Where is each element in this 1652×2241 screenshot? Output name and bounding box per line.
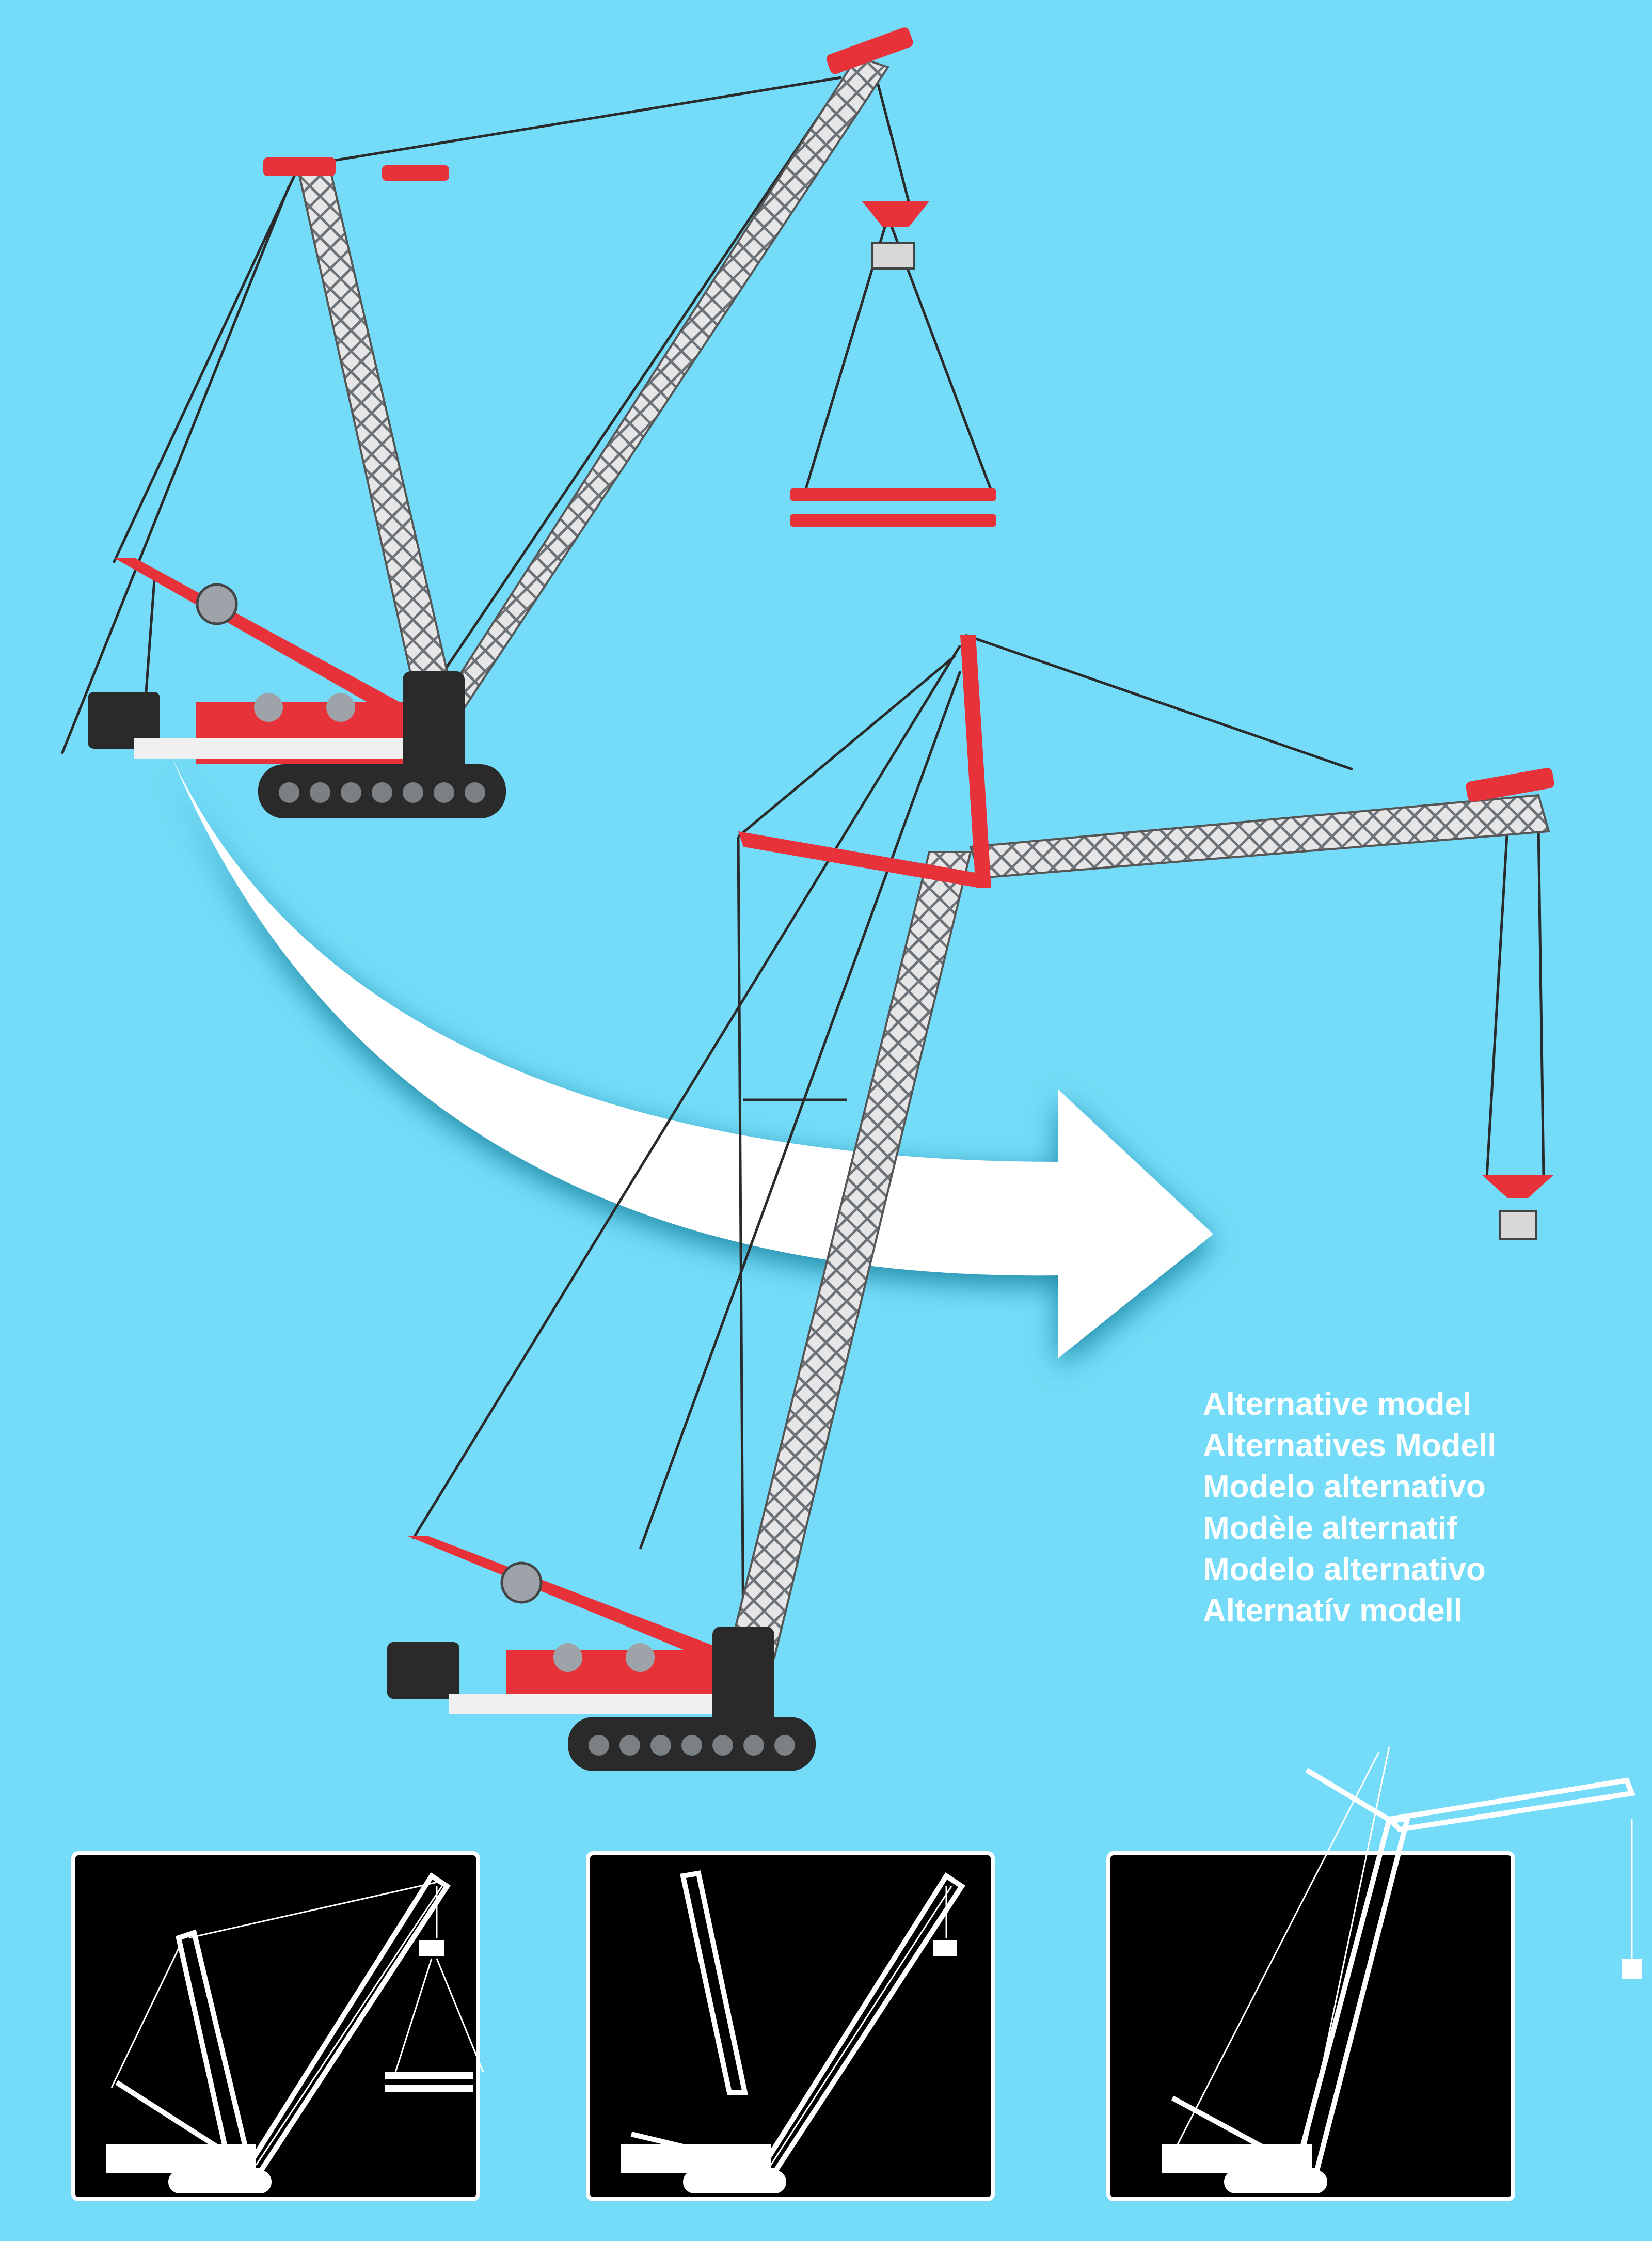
- step-3-crane-silhouette: [1110, 1855, 1519, 2205]
- caption-line-fr: Modèle alternatif: [1203, 1508, 1496, 1549]
- caption-line-hu: Alternatív modell: [1203, 1590, 1496, 1632]
- caption-line-de: Alternatives Modell: [1203, 1425, 1496, 1466]
- caption-line-es: Modelo alternativo: [1203, 1466, 1496, 1508]
- step-panel-2: [586, 1851, 995, 2201]
- upper-crane: [62, 26, 996, 818]
- caption-line-en: Alternative model: [1203, 1384, 1496, 1425]
- alternative-model-caption: Alternative model Alternatives Modell Mo…: [1203, 1384, 1496, 1632]
- step-2-crane-silhouette: [590, 1855, 999, 2205]
- step-panel-1: [71, 1851, 480, 2201]
- step-1-crane-silhouette: [75, 1855, 484, 2205]
- caption-line-pt: Modelo alternativo: [1203, 1549, 1496, 1590]
- step-panel-3: [1106, 1851, 1515, 2201]
